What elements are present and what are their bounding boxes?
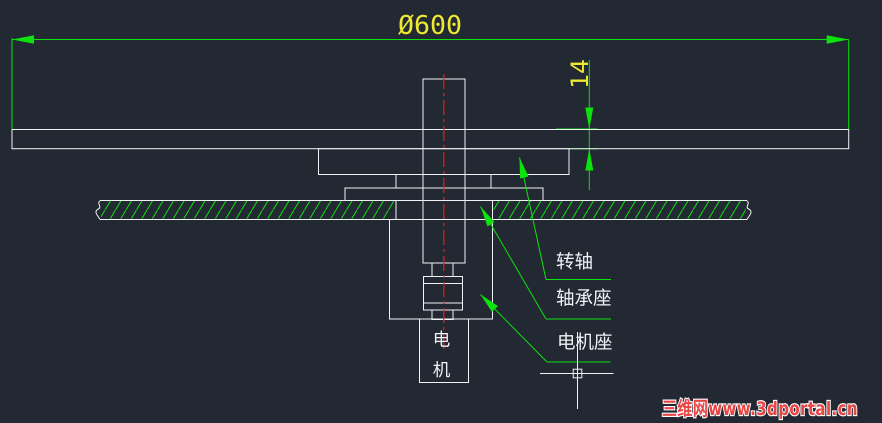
arrowhead-right-icon — [826, 35, 849, 44]
arrowhead-down-icon — [585, 107, 594, 129]
callout-shaft: 转轴 — [519, 157, 611, 280]
section-hatch-right — [493, 201, 746, 219]
leader-arrowhead-icon — [480, 206, 495, 227]
watermark: 三维网www.3dportal.cn — [662, 397, 858, 420]
arrowhead-up-icon — [585, 148, 594, 171]
coupling-outline — [423, 276, 463, 311]
break-squiggle-right — [746, 200, 752, 220]
center-mark-square — [572, 368, 583, 379]
bearing-seat-callout-text: 轴承座 — [556, 289, 612, 310]
thickness-dimension-text: 14 — [566, 59, 594, 89]
motor-label-line1: 电 — [433, 331, 451, 351]
leader-line — [519, 157, 547, 280]
leader-arrowhead-icon — [519, 157, 529, 179]
break-squiggle-left — [95, 200, 101, 220]
turntable-disc-outline — [11, 129, 850, 150]
motor-shaft-neck-outline — [431, 309, 454, 320]
leader-arrowhead-icon — [480, 294, 498, 312]
assembly-geometry — [11, 78, 850, 383]
arrowhead-left-icon — [12, 35, 34, 44]
dimension-diameter — [11, 35, 850, 129]
leader-line — [480, 206, 547, 320]
callout-bearing-seat: 轴承座 — [480, 206, 612, 320]
motor-seat-callout-text: 电机座 — [557, 333, 613, 354]
bearing-housing-outline — [389, 219, 493, 320]
shaft-callout-text: 转轴 — [556, 252, 593, 273]
shaft-neck-outline — [431, 262, 454, 277]
section-hatch-left — [101, 201, 394, 219]
center-mark — [540, 332, 614, 409]
diameter-dimension-text: Ø600 — [398, 11, 462, 41]
callout-motor-seat: 电机座 — [480, 294, 613, 363]
motor-label-line2: 机 — [433, 361, 451, 381]
